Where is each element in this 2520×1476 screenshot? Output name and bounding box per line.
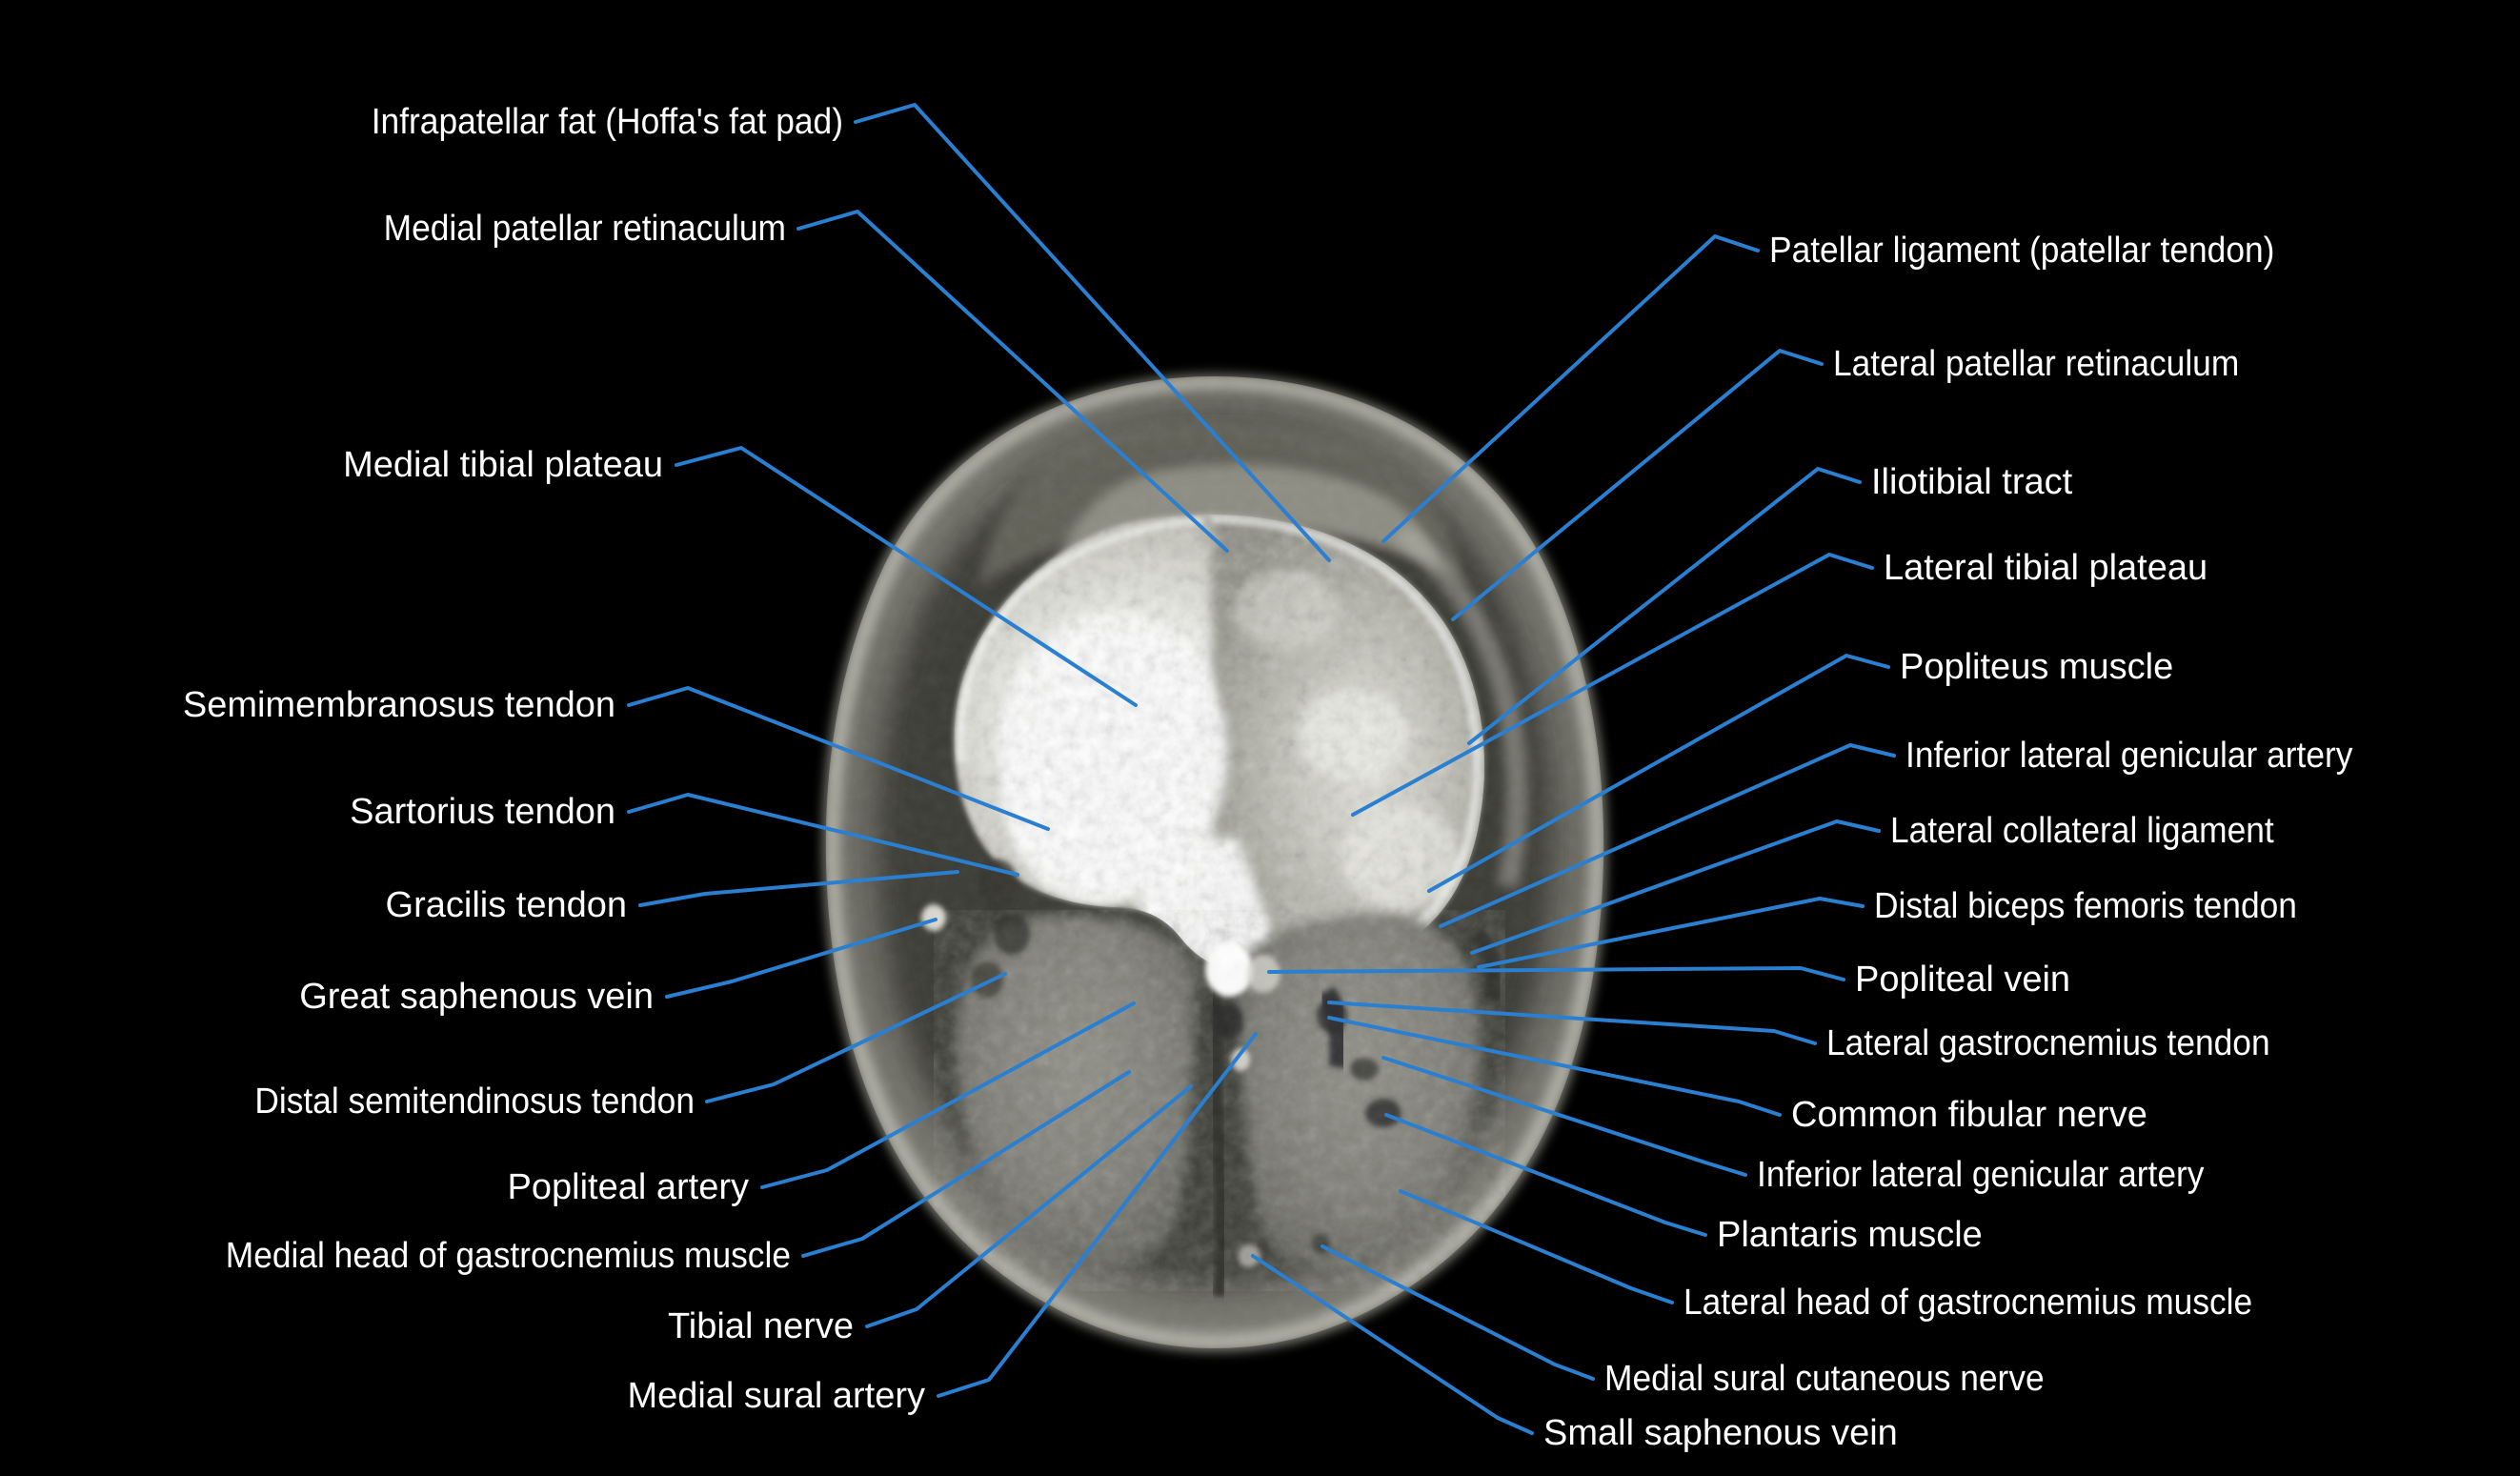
label-plantaris-muscle[interactable]: Plantaris muscle <box>1717 1215 1983 1255</box>
label-semimembranosus-tendon[interactable]: Semimembranosus tendon <box>182 685 615 725</box>
label-medial-patellar-retinaculum[interactable]: Medial patellar retinaculum <box>383 209 786 249</box>
leader-line-sartorius-tendon <box>627 793 1019 877</box>
leader-line-distal-semitendinosus <box>705 972 1007 1103</box>
label-popliteal-vein[interactable]: Popliteal vein <box>1855 960 2071 1000</box>
leader-line-infrapatellar-fat <box>854 103 1331 562</box>
leader-line-medial-patellar-retinaculum <box>796 210 1229 553</box>
label-lateral-gastrocnemius-tendon[interactable]: Lateral gastrocnemius tendon <box>1826 1023 2270 1063</box>
leader-line-tibial-nerve <box>865 1084 1193 1328</box>
leader-line-popliteal-vein <box>1267 966 1845 981</box>
leader-line-inferior-lateral-genicular-1 <box>1439 743 1896 928</box>
leader-line-semimembranosus-tendon <box>627 686 1050 831</box>
label-patellar-ligament[interactable]: Patellar ligament (patellar tendon) <box>1769 231 2275 271</box>
leader-line-patellar-ligament <box>1381 234 1760 543</box>
leader-line-inferior-lateral-genicular-2 <box>1381 1056 1747 1177</box>
leader-line-common-fibular-nerve <box>1327 1016 1782 1117</box>
label-lateral-collateral-ligament[interactable]: Lateral collateral ligament <box>1890 811 2274 851</box>
leader-line-plantaris-muscle <box>1384 1113 1707 1237</box>
label-lateral-patellar-retinaculum[interactable]: Lateral patellar retinaculum <box>1833 344 2240 384</box>
leader-line-great-saphenous-vein <box>665 918 937 999</box>
label-popliteus-muscle[interactable]: Popliteus muscle <box>1900 647 2174 687</box>
label-lateral-head-gastrocnemius[interactable]: Lateral head of gastrocnemius muscle <box>1683 1283 2253 1323</box>
leader-line-lateral-head-gastrocnemius <box>1399 1189 1674 1304</box>
label-tibial-nerve[interactable]: Tibial nerve <box>667 1306 854 1346</box>
label-inferior-lateral-genicular-1[interactable]: Inferior lateral genicular artery <box>1905 736 2353 776</box>
leader-line-popliteal-artery <box>760 1001 1136 1189</box>
leader-line-small-saphenous-vein <box>1251 1254 1534 1435</box>
label-distal-biceps-femoris-tendon[interactable]: Distal biceps femoris tendon <box>1874 886 2297 926</box>
label-great-saphenous-vein[interactable]: Great saphenous vein <box>299 977 654 1017</box>
label-medial-tibial-plateau[interactable]: Medial tibial plateau <box>343 445 663 485</box>
leader-line-distal-biceps-femoris-tendon <box>1477 897 1865 969</box>
leader-line-gracilis-tendon <box>638 870 959 907</box>
leader-line-iliotibial-tract <box>1467 467 1862 745</box>
label-distal-semitendinosus[interactable]: Distal semitendinosus tendon <box>254 1082 695 1122</box>
leader-line-lateral-tibial-plateau <box>1351 553 1874 817</box>
leader-line-medial-tibial-plateau <box>675 446 1138 707</box>
leader-line-medial-head-gastrocnemius <box>801 1070 1131 1258</box>
leader-line-medial-sural-artery <box>937 1032 1258 1398</box>
leader-line-lateral-collateral-ligament <box>1470 819 1881 955</box>
label-popliteal-artery[interactable]: Popliteal artery <box>507 1167 749 1207</box>
label-medial-sural-cutaneous-nerve[interactable]: Medial sural cutaneous nerve <box>1604 1359 2045 1399</box>
label-inferior-lateral-genicular-2[interactable]: Inferior lateral genicular artery <box>1757 1155 2205 1195</box>
label-small-saphenous-vein[interactable]: Small saphenous vein <box>1543 1413 1898 1453</box>
label-infrapatellar-fat[interactable]: Infrapatellar fat (Hoffa's fat pad) <box>371 102 843 142</box>
leader-line-lateral-patellar-retinaculum <box>1451 349 1824 621</box>
label-medial-sural-artery[interactable]: Medial sural artery <box>627 1376 925 1416</box>
leader-line-medial-sural-cutaneous-nerve <box>1320 1244 1595 1381</box>
leader-line-popliteus-muscle <box>1427 654 1890 893</box>
label-common-fibular-nerve[interactable]: Common fibular nerve <box>1791 1095 2147 1135</box>
label-medial-head-gastrocnemius[interactable]: Medial head of gastrocnemius muscle <box>225 1236 791 1276</box>
label-iliotibial-tract[interactable]: Iliotibial tract <box>1871 462 2073 502</box>
label-lateral-tibial-plateau[interactable]: Lateral tibial plateau <box>1884 548 2208 588</box>
label-sartorius-tendon[interactable]: Sartorius tendon <box>350 792 615 832</box>
label-gracilis-tendon[interactable]: Gracilis tendon <box>385 885 627 925</box>
leader-line-lateral-gastrocnemius-tendon <box>1327 1001 1817 1045</box>
